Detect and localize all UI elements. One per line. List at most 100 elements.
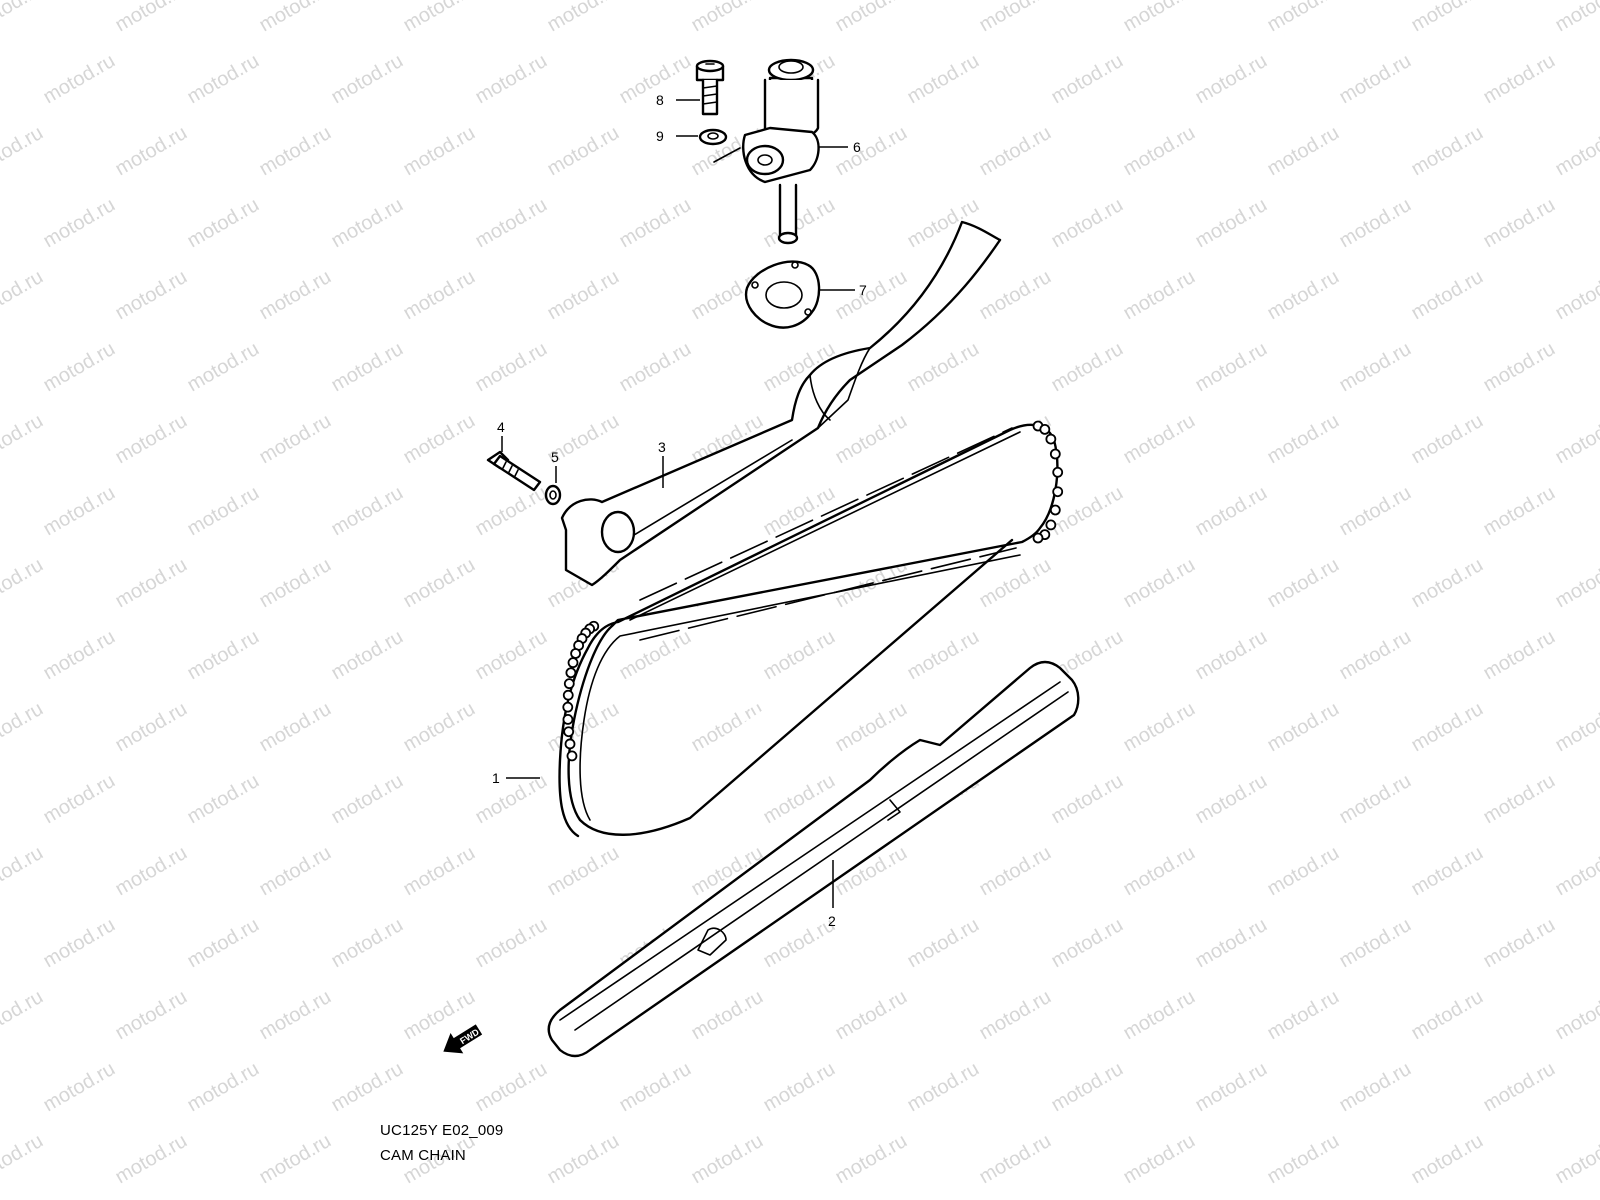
part-2-chain-guide	[547, 660, 1080, 1058]
chain-link	[565, 667, 577, 679]
watermark-text: motod.ru	[400, 410, 479, 469]
watermark-text: motod.ru	[544, 266, 623, 325]
watermark-text: motod.ru	[0, 0, 47, 36]
watermark-text: motod.ru	[256, 266, 335, 325]
watermark-text: motod.ru	[112, 842, 191, 901]
watermark-text: motod.ru	[1120, 986, 1199, 1045]
chain-link	[562, 701, 574, 713]
watermark-text: motod.ru	[1048, 194, 1127, 253]
watermark-text: motod.ru	[328, 50, 407, 109]
watermark-text: motod.ru	[328, 770, 407, 829]
watermark-text: motod.ru	[1120, 410, 1199, 469]
callout-3: 3	[658, 439, 666, 455]
callout-labels: 1 2 3 4 5 6 7 8 9	[492, 92, 867, 929]
chain-link	[1045, 519, 1057, 531]
watermark-text: motod.ru	[1336, 1058, 1415, 1117]
watermark-text: motod.ru	[472, 50, 551, 109]
watermark-text: motod.ru	[1048, 50, 1127, 109]
part-1-cam-chain	[558, 420, 1064, 838]
chain-link	[1049, 504, 1061, 516]
watermark-text: motod.ru	[904, 626, 983, 685]
watermark-text: motod.ru	[1336, 482, 1415, 541]
watermark-text: motod.ru	[0, 1130, 47, 1189]
callout-5: 5	[551, 449, 559, 465]
watermark-text: motod.ru	[688, 0, 767, 36]
chain-link	[570, 648, 582, 659]
chain-link	[1049, 448, 1061, 460]
watermark-text: motod.ru	[1552, 554, 1600, 613]
watermark-text: motod.ru	[472, 914, 551, 973]
watermark-text: motod.ru	[544, 1130, 623, 1189]
watermark-text: motod.ru	[1336, 50, 1415, 109]
watermark-text: motod.ru	[184, 626, 263, 685]
watermark-text: motod.ru	[0, 122, 47, 181]
watermark-text: motod.ru	[976, 0, 1055, 36]
watermark-text: motod.ru	[616, 194, 695, 253]
watermark-text: motod.ru	[832, 122, 911, 181]
watermark-text: motod.ru	[1264, 986, 1343, 1045]
watermark-text: motod.ru	[40, 914, 119, 973]
chain-link	[1039, 423, 1051, 435]
watermark-text: motod.ru	[976, 266, 1055, 325]
watermark-text: motod.ru	[40, 626, 119, 685]
watermark-text: motod.ru	[112, 410, 191, 469]
watermark-text: motod.ru	[1264, 266, 1343, 325]
watermark-text: motod.ru	[472, 482, 551, 541]
chain-links	[562, 420, 1064, 762]
watermark-text: motod.ru	[112, 266, 191, 325]
watermark-text: motod.ru	[328, 1058, 407, 1117]
watermark-text: motod.ru	[1192, 770, 1271, 829]
watermark-text: motod.ru	[256, 0, 335, 36]
watermark-text: motod.ru	[1192, 914, 1271, 973]
watermark-text: motod.ru	[256, 410, 335, 469]
watermark-text: motod.ru	[400, 554, 479, 613]
watermark-text: motod.ru	[1264, 0, 1343, 36]
watermark-text: motod.ru	[1552, 986, 1600, 1045]
watermark-text: motod.ru	[1480, 914, 1559, 973]
watermark-text: motod.ru	[1480, 482, 1559, 541]
watermark-text: motod.ru	[0, 698, 47, 757]
callout-1: 1	[492, 770, 500, 786]
watermark-text: motod.ru	[40, 482, 119, 541]
diagram-code: UC125Y E02_009	[380, 1122, 504, 1139]
watermark-text: motod.ru	[112, 554, 191, 613]
watermark-text: motod.ru	[40, 1058, 119, 1117]
watermark-text: motod.ru	[1264, 122, 1343, 181]
watermark-text: motod.ru	[184, 482, 263, 541]
callout-4: 4	[497, 419, 505, 435]
fwd-arrow-icon: FWD	[443, 1024, 483, 1054]
watermark-text: motod.ru	[1552, 122, 1600, 181]
watermark-text: motod.ru	[400, 698, 479, 757]
watermark-text: motod.ru	[1336, 626, 1415, 685]
watermark-text: motod.ru	[40, 50, 119, 109]
watermark-text: motod.ru	[1408, 842, 1487, 901]
watermark-text: motod.ru	[1408, 122, 1487, 181]
watermark-text: motod.ru	[184, 770, 263, 829]
watermark-text: motod.ru	[1336, 770, 1415, 829]
watermark-text: motod.ru	[1408, 0, 1487, 36]
watermark-text: motod.ru	[184, 50, 263, 109]
watermark-text: motod.ru	[832, 986, 911, 1045]
watermark-text: motod.ru	[1480, 770, 1559, 829]
diagram-title: CAM CHAIN	[380, 1147, 466, 1164]
watermark-text: motod.ru	[328, 626, 407, 685]
watermark-text: motod.ru	[256, 698, 335, 757]
watermark-text: motod.ru	[256, 1130, 335, 1189]
watermark-text: motod.ru	[1192, 626, 1271, 685]
callout-8: 8	[656, 92, 664, 108]
watermark-text: motod.ru	[40, 770, 119, 829]
watermark-text: motod.ru	[904, 1058, 983, 1117]
watermark-text: motod.ru	[256, 554, 335, 613]
watermark-text: motod.ru	[328, 338, 407, 397]
watermark-text: motod.ru	[544, 842, 623, 901]
watermark-text: motod.ru	[1264, 698, 1343, 757]
watermark-text: motod.ru	[616, 1058, 695, 1117]
watermark-text: motod.ru	[0, 266, 47, 325]
watermark-text: motod.ru	[1192, 1058, 1271, 1117]
part-8-bolt	[695, 59, 725, 116]
chain-link	[567, 657, 579, 669]
watermark-text: motod.ru	[832, 410, 911, 469]
callout-7: 7	[859, 282, 867, 298]
watermark-text: motod.ru	[1120, 1130, 1199, 1189]
watermark-text: motod.ru	[112, 698, 191, 757]
